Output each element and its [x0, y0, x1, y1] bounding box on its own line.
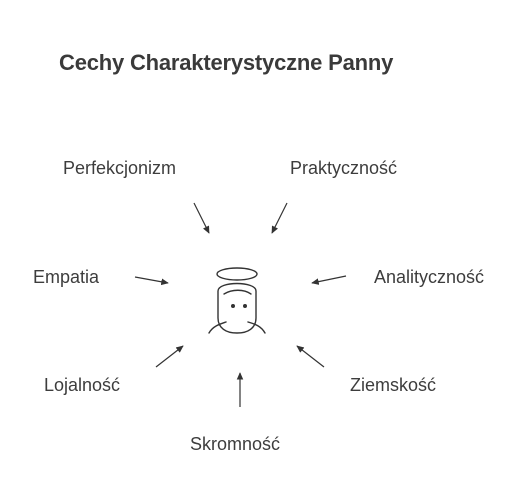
- diagram-title: Cechy Charakterystyczne Panny: [59, 50, 394, 75]
- trait-perfekcjonizm: Perfekcjonizm: [63, 158, 177, 178]
- eye-right: [242, 304, 247, 309]
- arrow-empatia: [134, 276, 169, 286]
- arrow-praktycznosc: [271, 202, 288, 234]
- virgo-halo-figure-icon: [208, 267, 266, 334]
- trait-empatia: Empatia: [33, 267, 100, 287]
- eye-left: [230, 304, 235, 309]
- trait-praktycznosc: Praktyczność: [290, 158, 398, 178]
- shoulders: [208, 321, 266, 334]
- arrow-analitycznosc: [311, 275, 347, 285]
- trait-skromnosc: Skromność: [190, 434, 281, 454]
- arrow-lojalnosc: [155, 345, 184, 368]
- arrow-ziemskosc: [296, 345, 325, 368]
- head-icon: [217, 282, 257, 334]
- trait-ziemskosc: Ziemskość: [350, 375, 437, 395]
- arrow-perfekcjonizm: [193, 202, 210, 234]
- hair-line: [223, 289, 252, 295]
- trait-analitycznosc: Analityczność: [374, 267, 485, 287]
- trait-lojalnosc: Lojalność: [44, 375, 121, 395]
- halo-icon: [216, 267, 258, 281]
